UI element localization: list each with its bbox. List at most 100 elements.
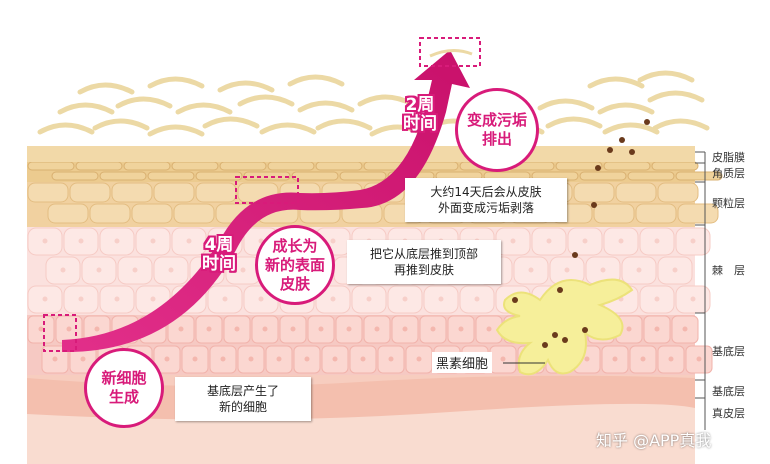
flake [37, 122, 95, 135]
note-basal-line2: 新的细胞 [218, 400, 267, 414]
step-new-cell-line2: 生成 [108, 388, 139, 406]
duration-two-weeks: 2周 时间 [403, 96, 437, 134]
granular-cell [111, 182, 153, 203]
horny-cell [75, 161, 123, 171]
flake [357, 94, 415, 107]
layer-label-basal: 基底层 [712, 345, 745, 358]
horny-cell [171, 161, 219, 171]
step-new-cell: 新细胞 生成 [84, 348, 164, 428]
horny-cell [675, 171, 723, 181]
step-grow-line3: 皮肤 [279, 274, 310, 293]
melanin-granule [562, 337, 568, 343]
horny-cell [27, 161, 75, 171]
granular-cell [615, 182, 657, 203]
granular-cell [131, 203, 173, 224]
horny-cell [339, 171, 387, 181]
granular-cell [657, 182, 699, 203]
flake [315, 118, 373, 131]
melanin-granule [644, 119, 650, 125]
duration-two-weeks-line1: 2周 [405, 95, 435, 115]
horny-cell [627, 171, 675, 181]
note-basal-line1: 基底层产生了 [206, 384, 279, 398]
horny-cell [267, 161, 315, 171]
note-shed-line2: 外面变成污垢剥落 [437, 201, 534, 215]
melanin-granule [572, 252, 578, 258]
melanin-granule [595, 165, 601, 171]
duration-four-weeks-line2: 时间 [202, 254, 236, 274]
layer-label-lipid-film: 皮脂膜 [712, 151, 745, 164]
melanin-granule [542, 342, 548, 348]
granular-cell [593, 203, 635, 224]
watermark: 知乎 @APP真我 [596, 431, 712, 450]
melanin-granule [607, 147, 613, 153]
flake [175, 102, 233, 115]
horny-cell [651, 161, 699, 171]
duration-two-weeks-line2: 时间 [403, 114, 437, 134]
flake [147, 124, 205, 137]
new-cell-marker [43, 314, 77, 352]
note-push-line1: 把它从底层推到顶部 [369, 247, 478, 261]
flake [637, 70, 695, 83]
horny-cell [123, 161, 171, 171]
duration-four-weeks-line1: 4周 [204, 235, 234, 255]
lipid-film-layer [27, 146, 695, 162]
note-push-line2: 再推到皮肤 [393, 263, 454, 277]
step-dirt-line2: 排出 [481, 130, 512, 148]
horny-cell [147, 171, 195, 181]
step-new-cell-line1: 新细胞 [101, 369, 147, 387]
melanocyte-label: 黑素细胞 [432, 352, 493, 373]
horny-cells [27, 161, 723, 181]
granular-cell [89, 203, 131, 224]
layer-label-basal-membrane: 基底层 [712, 385, 745, 398]
flake [652, 118, 710, 131]
flake [115, 96, 173, 109]
horny-cell [555, 161, 603, 171]
flake [537, 98, 595, 111]
granular-cell [69, 182, 111, 203]
flake [545, 116, 603, 129]
melanin-granule [552, 332, 558, 338]
note-basal: 基底层产生了 新的细胞 [175, 377, 311, 421]
flake [297, 100, 355, 113]
flake [92, 118, 150, 131]
granular-cell [573, 182, 615, 203]
note-shed-line1: 大约14天后会从皮肤 [430, 185, 542, 199]
flake [587, 76, 645, 89]
note-shed: 大约14天后会从皮肤 外面变成污垢剥落 [405, 178, 567, 222]
step-grow-line2: 新的表面 [264, 255, 325, 274]
melanin-granule [619, 137, 625, 143]
flake [259, 122, 317, 135]
granular-cell [195, 182, 237, 203]
step-grow-surface: 成长为 新的表面 皮肤 [255, 225, 335, 305]
flake [77, 82, 135, 95]
horny-cell [99, 171, 147, 181]
surface-flakes [37, 70, 710, 137]
granular-cell [677, 203, 719, 224]
note-push: 把它从底层推到顶部 再推到皮肤 [347, 240, 501, 284]
granular-cell [47, 203, 89, 224]
flake [602, 122, 660, 135]
horny-cell [603, 161, 651, 171]
layer-label-horny: 角质层 [712, 167, 745, 180]
flake [647, 90, 705, 103]
flake [217, 80, 275, 93]
progress-arrow [62, 50, 470, 353]
duration-four-weeks: 4周 时间 [202, 236, 236, 274]
shed-cell-marker [419, 37, 481, 67]
layer-label-dermis: 真皮层 [712, 407, 745, 420]
granular-cell [153, 182, 195, 203]
layer-label-granular: 颗粒层 [712, 197, 745, 210]
horny-cell [315, 161, 363, 171]
flake [237, 94, 295, 107]
melanin-granule [557, 287, 563, 293]
horny-cell [579, 171, 627, 181]
melanocyte-cell [495, 278, 634, 376]
layer-label-spinous: 棘 层 [712, 264, 745, 277]
step-become-dirt: 变成污垢 排出 [455, 88, 539, 172]
flake [597, 102, 655, 115]
melanin-granules [512, 119, 650, 348]
melanin-granule [582, 327, 588, 333]
surface-cell-marker [235, 176, 299, 204]
flake [202, 116, 260, 129]
step-grow-line1: 成长为 [272, 236, 318, 255]
